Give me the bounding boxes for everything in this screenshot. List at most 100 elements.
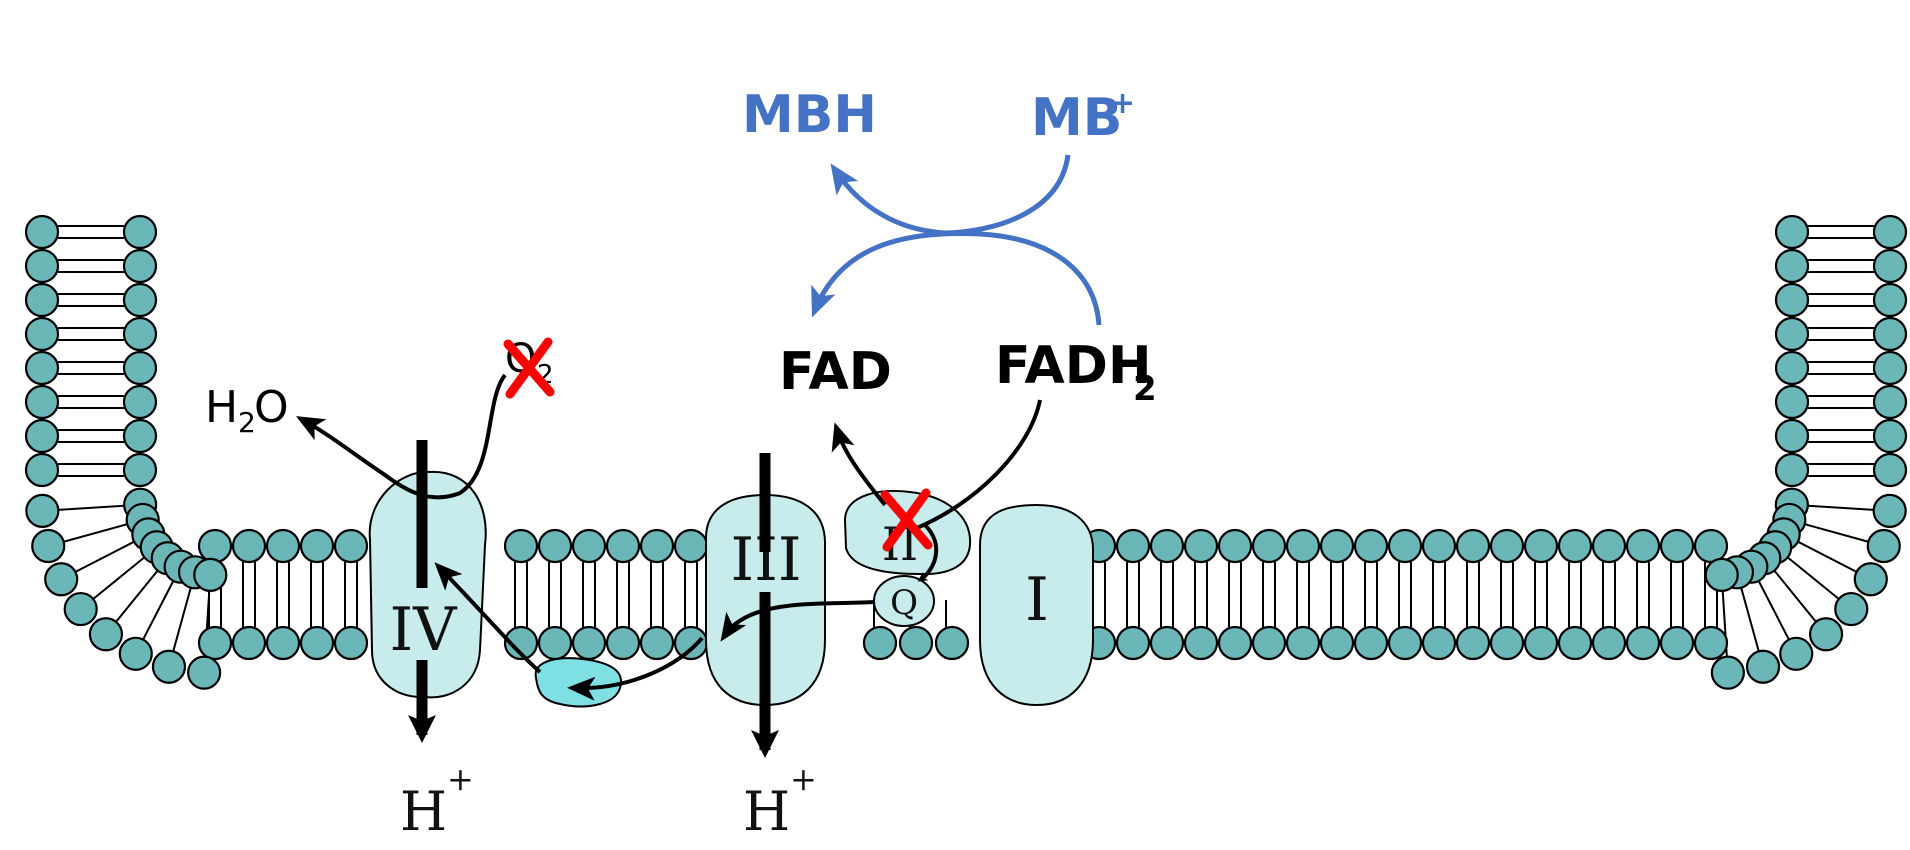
lipid-head [24,248,60,284]
h-plus-1-base: H [400,780,447,843]
lipid-tail [115,570,159,623]
lipid-head [1285,528,1321,564]
lipid-head [1774,350,1810,386]
lipid-head [1421,625,1457,661]
lipid-head [63,591,98,627]
complex-IV-label: IV [389,595,458,665]
arrow-Q-to-complex-III [720,600,876,642]
complex-IV: IV [368,470,487,699]
lipid-head [1704,557,1739,592]
lipid-head [122,384,158,420]
lipid-head [197,625,233,661]
blue-arrow-mb-plus-to-mbh [830,154,1071,236]
lipid-tail [1740,587,1760,652]
lipid-head [1523,528,1559,564]
lipid-tail [1773,570,1817,623]
lipid-head [197,528,233,564]
lipid-head [31,528,66,564]
lipid-tail [1757,580,1790,641]
lipid-head [537,528,573,564]
proton-label-complex-IV: H + [400,760,474,843]
lipid-head [1353,625,1389,661]
fadh2-base: FADH [995,336,1151,396]
lipid-head [1625,528,1661,564]
lipid-head [24,452,60,488]
lipid-tail [1797,540,1858,573]
water-o: O [254,382,289,433]
lipid-head [333,528,369,564]
lipid-head [1625,625,1661,661]
lipid-head [118,636,153,671]
lipid-head [1774,452,1810,488]
arrow-o2-to-water [296,373,507,500]
lipid-head [1779,636,1814,671]
lipid-head [1387,528,1423,564]
lipid-head [605,625,641,661]
lipid-head [639,528,675,564]
mb-plus-base: MB [1031,88,1122,148]
lipid-head [122,350,158,386]
lipid-head [24,282,60,318]
lipid-head [934,625,970,661]
lipid-head [24,316,60,352]
lipid-head [299,625,335,661]
complex-II: II [843,489,972,576]
lipid-head [1774,316,1810,352]
lipid-head [122,418,158,454]
lipid-tails [58,225,1874,657]
lipid-head [1217,528,1253,564]
lipid-head [24,384,60,420]
lipid-head [122,248,158,284]
lipid-head [1557,528,1593,564]
lipid-head [1421,528,1457,564]
lipid-head [265,625,301,661]
lipid-head [1872,214,1908,250]
arrow-fadh2-to-complex-II [911,399,1042,532]
lipid-head [571,625,607,661]
mb-plus-label: MB + [1031,86,1135,148]
lipid-head [537,625,573,661]
lipid-head [1693,528,1729,564]
inhibition-cross-complex-II [880,488,933,552]
lipid-head [1774,418,1810,454]
lipid-head [88,617,124,652]
lipid-head [1693,625,1729,661]
lipid-tail [58,504,125,511]
lipid-head [1353,528,1389,564]
lipid-head [1217,625,1253,661]
lipid-head [1774,248,1810,284]
lipid-head [1115,625,1151,661]
complex-I-label: I [1025,565,1049,635]
lipid-head [1745,649,1781,684]
lipid-head [503,528,539,564]
h-plus-1-superscript: + [447,760,474,798]
lipid-head [1659,625,1695,661]
lipid-head [1149,625,1185,661]
lipid-head [1774,384,1810,420]
lipid-head [1387,625,1423,661]
lipid-head [1115,528,1151,564]
lipid-head [1251,625,1287,661]
lipid-tail [1804,523,1869,543]
lipid-tail [1807,504,1874,511]
lipid-head [187,655,222,690]
methylene-blue-cycle-arrows [811,154,1102,326]
electron-path-arrows [296,373,1042,701]
lipid-head [1455,625,1491,661]
lipid-head [1872,384,1908,420]
lipid-head [1591,625,1627,661]
lipid-head [1834,591,1869,627]
complex-I: I [979,503,1094,707]
mbh-label: MBH [742,85,877,145]
lipid-head [1183,528,1219,564]
lipid-head [1523,625,1559,661]
lipid-tail [74,540,135,573]
lipid-head [1872,493,1907,528]
lipid-head [639,625,675,661]
arrow-cytochrome-c-to-complex-IV [434,562,542,674]
h-plus-2-base: H [743,780,790,843]
lipid-tail [142,580,175,641]
lipid-head [1319,625,1355,661]
lipid-head [605,528,641,564]
